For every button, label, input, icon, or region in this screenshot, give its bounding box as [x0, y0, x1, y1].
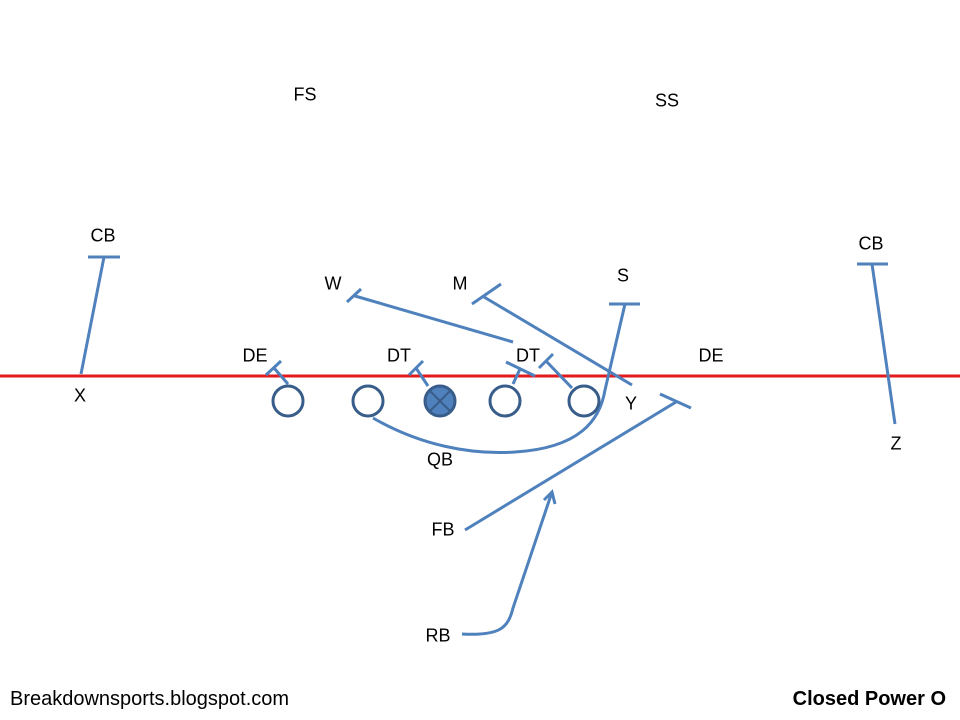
m-block-cap [471, 282, 502, 306]
label-x: X [73, 385, 87, 406]
label-s: S [616, 265, 630, 286]
lt-block [272, 367, 290, 385]
label-cb-right: CB [858, 233, 884, 254]
guard-pull-route [372, 303, 627, 454]
rt-block [544, 359, 574, 390]
fb-route [464, 400, 677, 532]
play-title: Closed Power O [792, 688, 946, 710]
rt-block-cap [537, 352, 555, 370]
label-de-left: DE [242, 345, 268, 366]
label-dt-right: DT [516, 345, 540, 366]
right-guard [488, 384, 522, 418]
label-rb: RB [425, 625, 451, 646]
m-block [483, 295, 633, 387]
w-block-cap [345, 287, 363, 304]
c-block-cap [407, 359, 425, 377]
label-cb-left: CB [90, 225, 116, 246]
x-route [79, 256, 106, 375]
fb-block-cap [659, 392, 692, 410]
label-y: Y [624, 393, 638, 414]
label-dt-left: DT [387, 345, 411, 366]
label-ss: SS [654, 90, 680, 111]
label-fb: FB [431, 519, 455, 540]
rg-block-cap [505, 360, 536, 378]
z-route [870, 263, 897, 425]
label-m: M [452, 273, 468, 294]
rg-block [511, 368, 522, 385]
label-de-right: DE [698, 345, 724, 366]
label-z: Z [890, 433, 902, 454]
c-block [414, 367, 430, 387]
label-qb: QB [426, 449, 454, 470]
label-w: W [324, 273, 342, 294]
rb-route [461, 494, 553, 636]
rb-arrow-icon [542, 489, 557, 505]
lt-block-cap [264, 359, 283, 377]
left-guard [351, 384, 385, 418]
label-fs: FS [293, 84, 317, 105]
source-credit: Breakdownsports.blogspot.com [10, 688, 290, 710]
left-tackle [271, 384, 305, 418]
center [423, 384, 457, 418]
right-tackle [567, 384, 601, 418]
w-block [354, 294, 514, 344]
